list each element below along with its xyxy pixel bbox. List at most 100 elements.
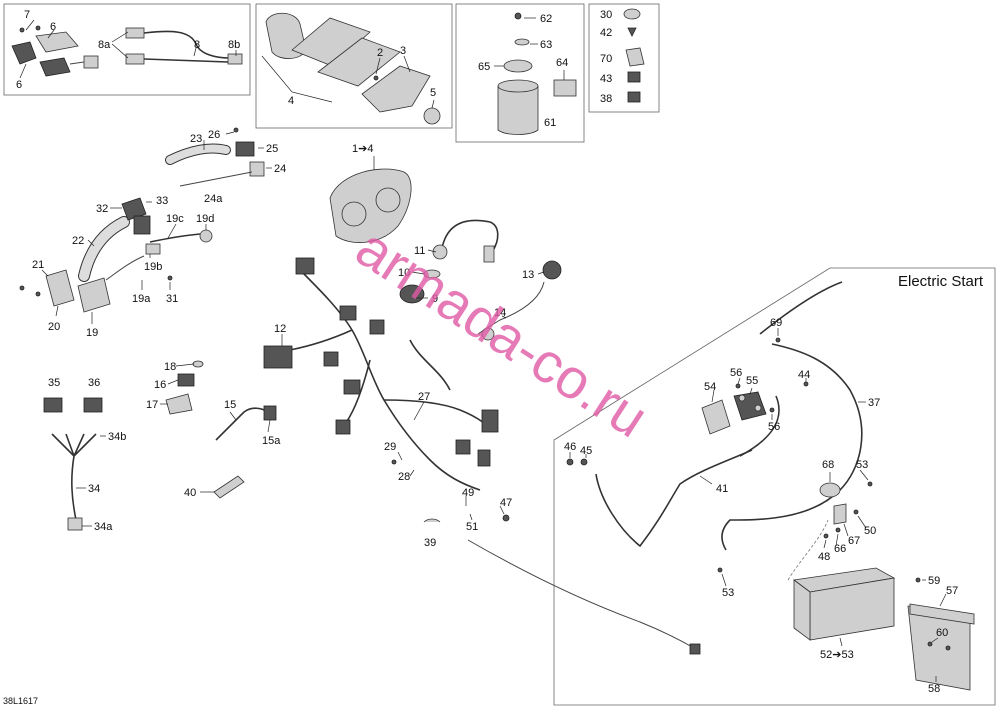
switch-connector-right — [83, 55, 99, 69]
electric-start-title: Electric Start — [898, 273, 984, 290]
drawing-code: 38L1617 — [3, 696, 38, 706]
switch-housing-left — [11, 41, 37, 65]
callout-67: 67 — [848, 535, 860, 547]
callout-21: 21 — [32, 259, 44, 271]
leader — [47, 29, 55, 39]
screw-29 — [391, 459, 397, 465]
harness-connector — [339, 305, 357, 321]
lanyard-cap — [432, 244, 448, 260]
leader — [167, 379, 179, 385]
leader — [931, 637, 939, 643]
small-o-ring — [623, 8, 641, 20]
sensor-harness-15 — [215, 407, 269, 441]
leader — [87, 239, 95, 247]
callout-51: 51 — [466, 521, 478, 533]
switch-housing-top — [35, 31, 79, 53]
nut-44 — [803, 381, 809, 387]
leader — [267, 419, 271, 433]
callout-36: 36 — [88, 377, 100, 389]
screw-21 — [19, 285, 25, 291]
nut-56 — [735, 383, 741, 389]
gauge-dial-left — [341, 201, 367, 227]
leader — [537, 271, 545, 275]
battery-cap-68 — [819, 482, 841, 498]
relay-socket-24 — [249, 161, 265, 177]
callout-7: 7 — [24, 9, 30, 21]
callout-47: 47 — [500, 497, 512, 509]
battery-strap-bracket-67 — [833, 503, 847, 525]
callout-37: 37 — [868, 397, 880, 409]
ground-cable-41 — [595, 449, 753, 548]
harness-lead-connector — [689, 643, 701, 655]
main-wiring-harness — [263, 257, 701, 655]
callout-60: 60 — [936, 627, 948, 639]
module-33 — [133, 215, 151, 235]
leader — [431, 99, 435, 109]
small-clip — [627, 71, 641, 83]
callout-70: 70 — [600, 53, 612, 65]
throttle-housing-19 — [77, 277, 111, 313]
electric-start-section-box — [553, 267, 996, 706]
switch-35 — [43, 397, 63, 413]
handlebar-switch-assembly — [11, 25, 99, 77]
callout-31: 31 — [166, 293, 178, 305]
fuel-level-sender — [497, 12, 577, 135]
callout-50: 50 — [864, 525, 876, 537]
callout-26: 26 — [208, 129, 220, 141]
leader — [835, 533, 839, 547]
callout-24: 24 — [274, 163, 286, 175]
bolt-59 — [915, 577, 921, 583]
callout-32: 32 — [96, 203, 108, 215]
connector-19d — [199, 229, 213, 243]
gauge-dial-right — [375, 187, 401, 213]
callout-42: 42 — [600, 27, 612, 39]
callout-43: 43 — [600, 73, 612, 85]
callout-19d: 19d — [196, 213, 214, 225]
leader — [111, 43, 129, 59]
harness-connector — [481, 409, 499, 433]
callout-10: 10 — [398, 267, 410, 279]
inset-box-small-parts — [588, 3, 660, 113]
callout-61: 61 — [544, 117, 556, 129]
leader — [699, 475, 713, 485]
connector-34a — [67, 517, 83, 531]
sender-screw — [514, 12, 522, 20]
callout-34: 34 — [88, 483, 100, 495]
battery-side — [793, 579, 811, 641]
callout-11: 11 — [414, 245, 425, 257]
leader — [843, 523, 849, 537]
harness-connector — [323, 351, 339, 367]
callout-1-to-4: 1➔4 — [352, 143, 373, 155]
screw-26 — [233, 127, 239, 133]
callout-4: 4 — [288, 95, 294, 107]
callout-40: 40 — [184, 487, 196, 499]
solenoid-terminal — [754, 404, 762, 412]
leader — [737, 377, 741, 385]
gauge-screw — [373, 75, 379, 81]
leader — [427, 249, 437, 253]
leader — [175, 363, 195, 367]
callout-62: 62 — [540, 13, 552, 25]
callout-27: 27 — [418, 391, 430, 403]
screw-21b — [35, 291, 41, 297]
leader — [469, 513, 473, 521]
small-connector — [627, 91, 641, 103]
leader — [397, 451, 403, 461]
callout-8b: 8b — [228, 39, 240, 51]
callout-19b: 19b — [144, 261, 162, 273]
washer-45 — [580, 458, 588, 466]
dc-outlet-connector — [481, 327, 495, 341]
leader — [939, 593, 947, 607]
leader — [711, 389, 715, 403]
leader — [55, 305, 59, 317]
callout-23: 23 — [190, 133, 202, 145]
harness-branch-a — [289, 329, 353, 351]
gauge-sensor — [423, 107, 441, 125]
leader — [225, 131, 235, 135]
callout-58: 58 — [928, 683, 940, 695]
callout-19a: 19a — [132, 293, 151, 305]
battery-guide-line — [787, 519, 829, 581]
callout-12: 12 — [274, 323, 286, 335]
callout-41: 41 — [716, 483, 728, 495]
leader — [823, 539, 827, 549]
